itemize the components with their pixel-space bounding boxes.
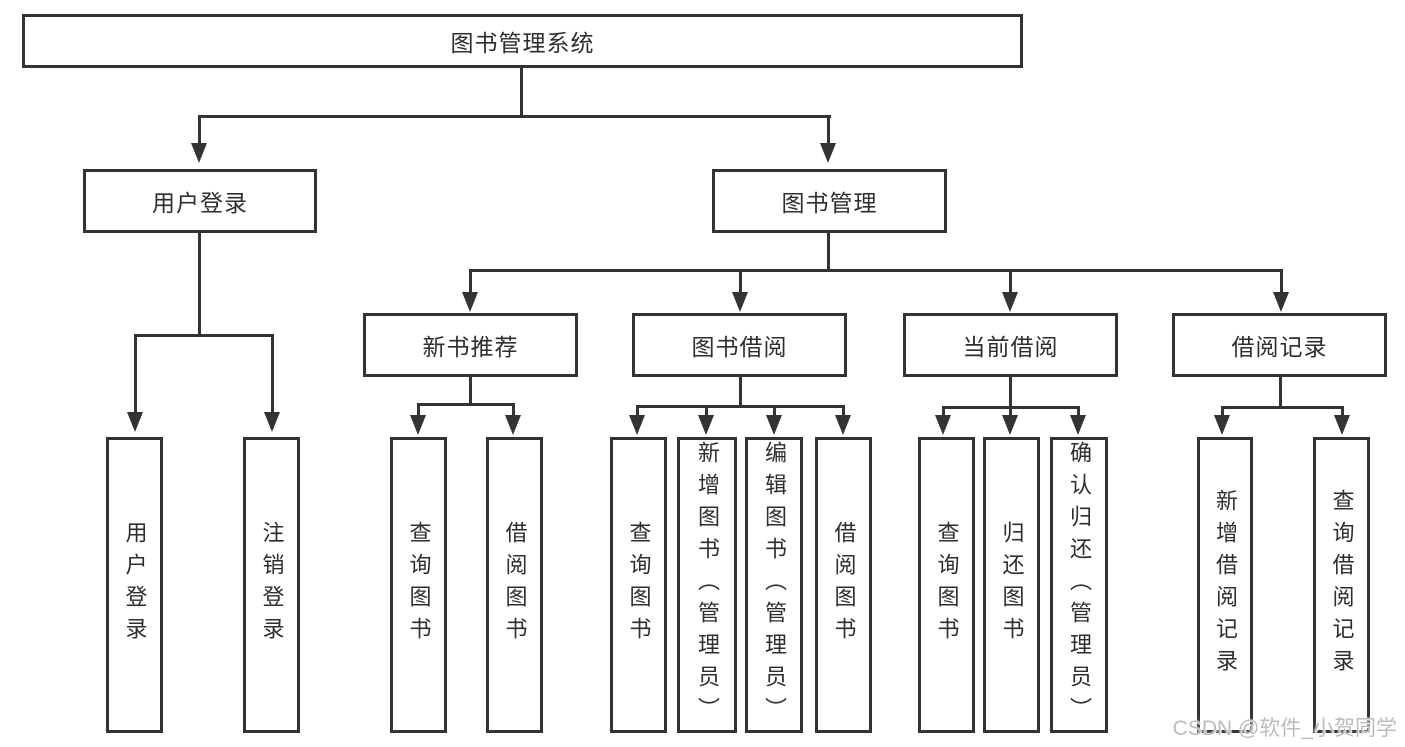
edge-borrow-records-branch [1221,406,1344,409]
watermark: CSDN @软件_小贺同学 [1172,717,1397,740]
arrowhead-icon [766,415,782,435]
leaf-borrow-books: 借阅图书 [815,437,872,733]
edge-level3-branch [469,269,1282,272]
edge-user-login-stem [198,232,201,337]
arrowhead-icon [732,292,748,312]
node-current-borrow: 当前借阅 [903,313,1118,377]
edge-to-book-borrow [739,269,742,295]
edge-to-borrow-records [1280,269,1283,295]
edge-leaf-stem [942,406,945,417]
arrowhead-icon [191,143,207,163]
leaf-add-borrow-record: 新增借阅记录 [1197,437,1253,733]
arrowhead-icon [1002,415,1018,435]
leaf-user-login: 用户登录 [106,437,163,733]
node-new-book-recommend: 新书推荐 [363,313,578,377]
edge-leaf-stem [1077,406,1080,417]
leaf-logout: 注销登录 [243,437,300,733]
edge-leaf-stem [705,405,708,417]
edge-user-login-branch [134,334,274,337]
edge-leaf-stem [773,405,776,417]
edge-book-borrow-branch [636,405,845,408]
leaf-query-books-borrow: 查询图书 [610,437,667,733]
leaf-query-books-recommend: 查询图书 [390,437,447,733]
edge-new-book-recommend-branch [417,403,515,406]
edge-to-current-borrow [1009,269,1012,295]
node-root: 图书管理系统 [22,14,1023,68]
arrowhead-icon [835,415,851,435]
edge-to-leaf-user-login [134,334,137,414]
edge-leaf-stem [417,403,420,417]
arrowhead-icon [1070,415,1086,435]
leaf-borrow-books-recommend: 借阅图书 [486,437,543,733]
edge-leaf-stem [636,405,639,417]
node-book-management: 图书管理 [712,169,947,233]
edge-current-borrow-stem [1009,377,1012,409]
leaf-query-borrow-record: 查询借阅记录 [1313,437,1370,733]
arrowhead-icon [127,412,143,432]
edge-level1-branch [198,115,831,118]
leaf-add-book-admin: 新增图书（管理员） [677,437,737,733]
edge-to-new-book-recommend [469,269,472,295]
arrowhead-icon [629,415,645,435]
edge-root-stem [520,67,523,117]
edge-leaf-stem [1009,406,1012,417]
edge-leaf-stem [512,403,515,417]
edge-borrow-records-stem [1279,377,1282,409]
edge-to-leaf-logout [271,334,274,414]
edge-to-user-login [198,115,201,147]
edge-to-book-management [827,115,830,147]
arrowhead-icon [462,292,478,312]
edge-leaf-stem [1221,406,1224,417]
arrowhead-icon [1002,292,1018,312]
leaf-confirm-return-admin: 确认归还（管理员） [1050,437,1108,733]
node-borrow-records: 借阅记录 [1172,313,1387,377]
arrowhead-icon [935,415,951,435]
leaf-return-book: 归还图书 [983,437,1040,733]
arrowhead-icon [1334,415,1350,435]
node-user-login: 用户登录 [83,169,317,233]
node-book-borrow: 图书借阅 [632,313,847,377]
edge-book-borrow-stem [739,377,742,408]
edge-leaf-stem [1341,406,1344,417]
arrowhead-icon [1273,292,1289,312]
arrowhead-icon [1214,415,1230,435]
edge-book-management-stem [827,233,830,272]
edge-leaf-stem [842,405,845,417]
arrowhead-icon [820,143,836,163]
arrowhead-icon [264,412,280,432]
arrowhead-icon [698,415,714,435]
arrowhead-icon [505,415,521,435]
edge-new-book-recommend-stem [469,377,472,406]
arrowhead-icon [410,415,426,435]
leaf-query-books-current: 查询图书 [918,437,975,733]
leaf-edit-book-admin: 编辑图书（管理员） [745,437,803,733]
